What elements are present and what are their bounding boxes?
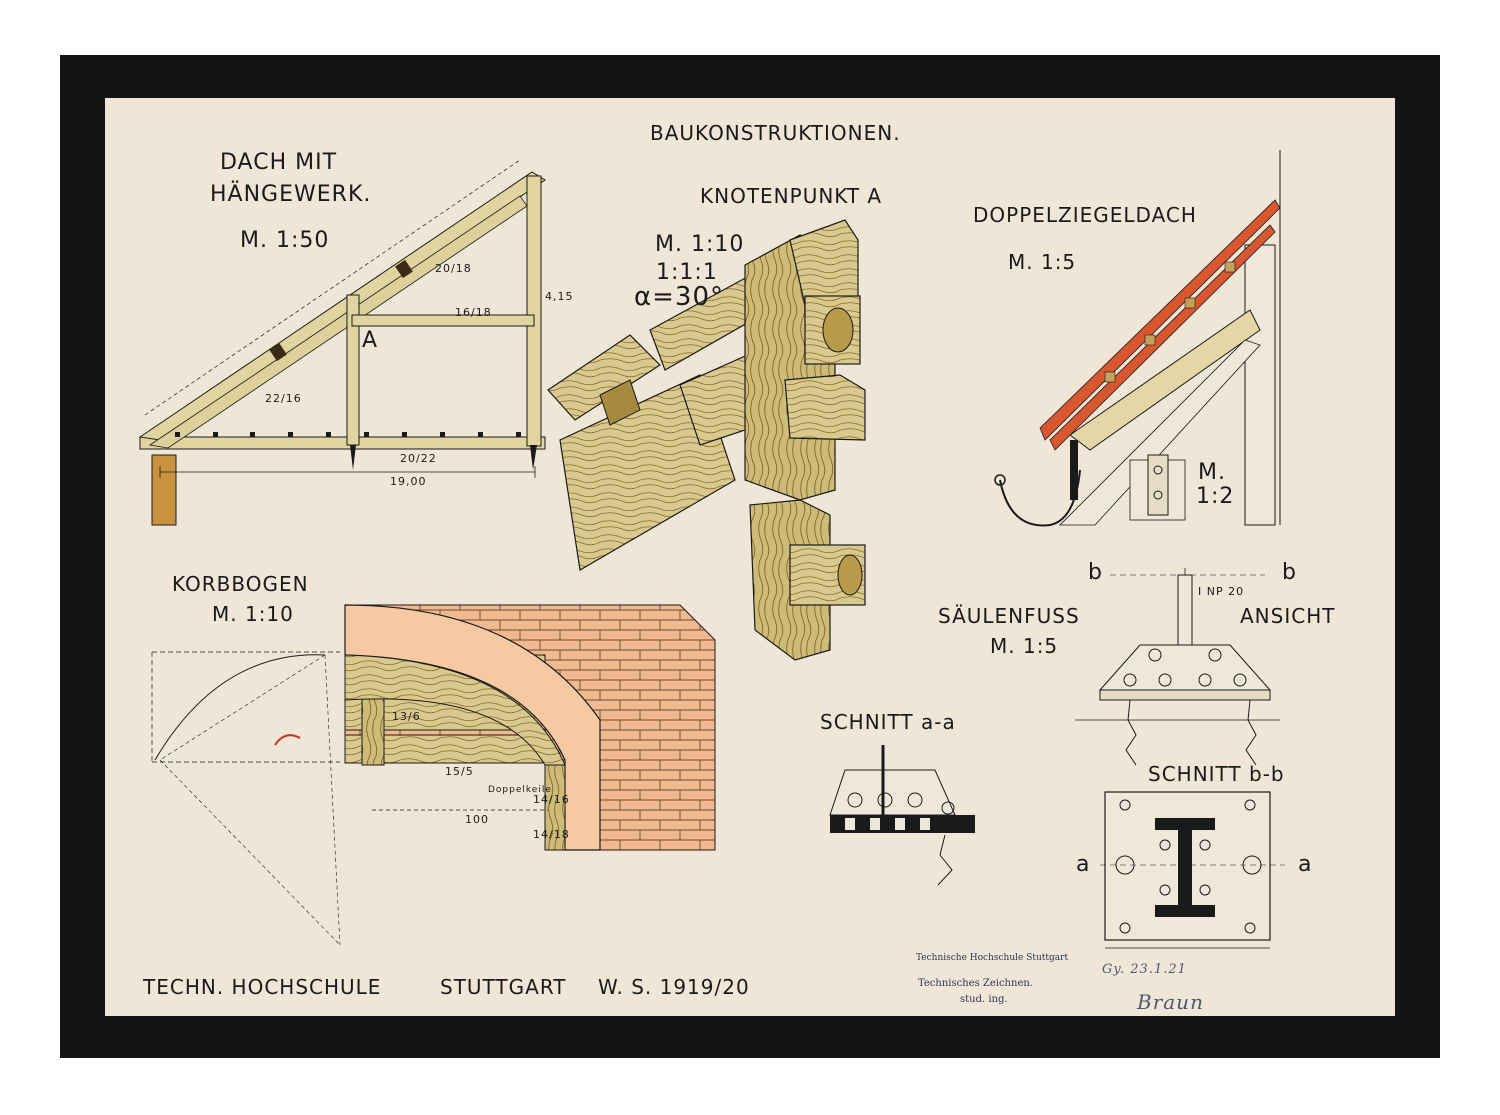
roof-bar-dim: 16/18	[455, 306, 492, 319]
node-ratio: 1:1:1	[656, 260, 718, 285]
roof-span-dim: 19,00	[390, 475, 427, 488]
signature-note: Gy. 23.1.21	[1102, 962, 1187, 977]
arch-title: KORBBOGEN	[172, 572, 309, 596]
arch-scale: M. 1:10	[212, 602, 294, 626]
arch-dim-a: 13/6	[392, 710, 421, 723]
roof-rafter-dim-b: 20/18	[435, 262, 472, 275]
stamp-line2: Technisches Zeichnen.	[918, 978, 1033, 989]
arch-drawing	[151, 604, 716, 946]
roof-title-line1: DACH MIT	[220, 150, 338, 175]
signature-name: Braun	[1137, 990, 1204, 1014]
tileroof-title: DOPPELZIEGELDACH	[973, 203, 1197, 227]
section-aa-title: SCHNITT a-a	[820, 710, 956, 734]
arch-span-dim: 100	[465, 813, 489, 826]
arch-dim-b: 15/5	[445, 765, 474, 778]
tileroof-scale: M. 1:5	[1008, 250, 1077, 274]
section-aa-drawing	[829, 745, 975, 886]
node-title: KNOTENPUNKT A	[700, 184, 883, 208]
column-profile: I NP 20	[1198, 585, 1245, 598]
column-marker-left: b	[1088, 560, 1103, 585]
node-scale: M. 1:10	[655, 232, 745, 257]
tileroof-detail-scale-1: M.	[1198, 460, 1226, 485]
sheet-title: BAUKONSTRUKTIONEN.	[650, 121, 901, 145]
column-title: SÄULENFUSS	[938, 604, 1080, 628]
tileroof-detail-scale-2: 1:2	[1196, 484, 1235, 509]
column-base-drawing	[1075, 568, 1280, 766]
section-marker-a-right: a	[1298, 852, 1313, 877]
roof-rafter-dim-a: 22/16	[265, 392, 302, 405]
column-marker-right: b	[1282, 560, 1297, 585]
arch-dim-d: 14/18	[533, 828, 570, 841]
footer-date: W. S. 1919/20	[598, 975, 750, 999]
timber-joint-drawing	[547, 219, 866, 661]
column-scale: M. 1:5	[990, 634, 1059, 658]
column-view-label: ANSICHT	[1240, 604, 1336, 628]
roof-height-dim: 4,15	[545, 290, 574, 303]
arch-note: Doppelkeile	[488, 785, 552, 795]
stamp-line3: stud. ing.	[960, 994, 1008, 1005]
section-bb-drawing	[1100, 791, 1285, 949]
roof-scale: M. 1:50	[240, 228, 330, 253]
footer-school: TECHN. HOCHSCHULE	[143, 975, 382, 999]
roof-truss-drawing	[138, 159, 546, 526]
roof-marker: A	[362, 328, 379, 353]
stamp-line1: Technische Hochschule Stuttgart	[916, 953, 1069, 963]
node-angle: α=30°	[634, 282, 725, 312]
tile-roof-drawing	[994, 150, 1281, 527]
footer-city: STUTTGART	[440, 975, 567, 999]
arch-dim-c: 14/16	[533, 793, 570, 806]
section-bb-title: SCHNITT b-b	[1148, 762, 1285, 786]
section-marker-a-left: a	[1076, 852, 1091, 877]
roof-tie-dim: 20/22	[400, 452, 437, 465]
roof-title-line2: HÄNGEWERK.	[210, 182, 372, 207]
